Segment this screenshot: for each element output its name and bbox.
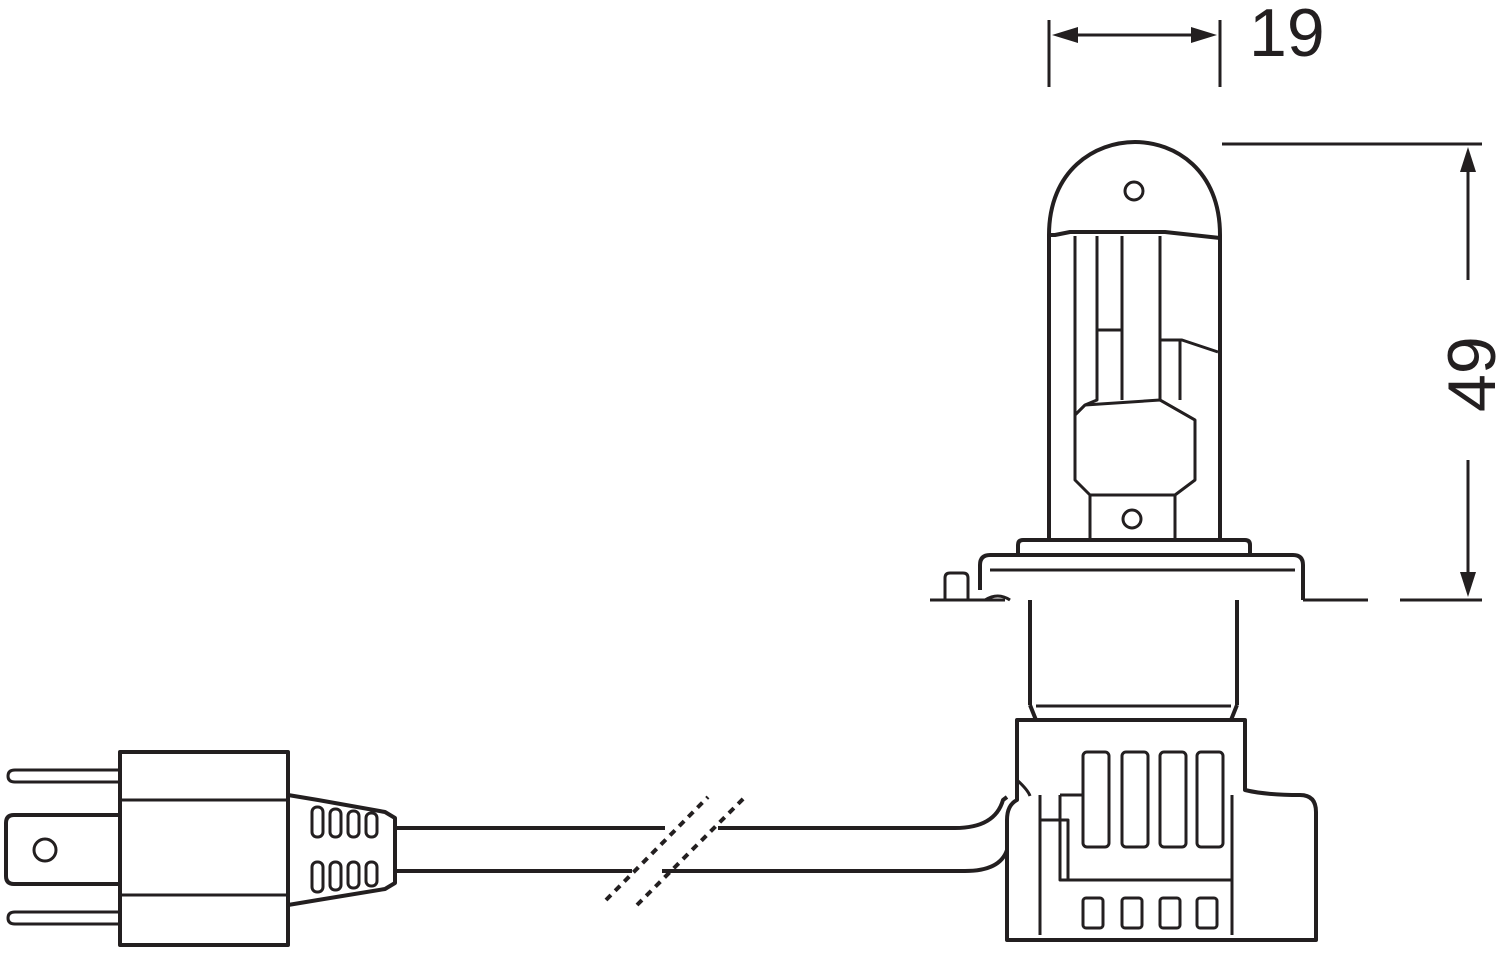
bulb-outer-body — [1047, 140, 1222, 540]
bulb-dome-edge — [1049, 230, 1221, 240]
flange-upper-ring — [1016, 538, 1252, 555]
strain-relief-rib-2 — [328, 807, 343, 839]
driver-heatsink — [1005, 718, 1318, 942]
plug-body — [118, 750, 290, 947]
bulb-base — [1028, 600, 1239, 721]
led-strip-chip — [1095, 236, 1124, 332]
right-step-top — [1160, 338, 1219, 354]
height-dimension-label: 49 — [1434, 336, 1500, 412]
bottom-slot-2 — [1120, 896, 1144, 930]
bulb-head — [1047, 140, 1222, 540]
bulb-neck — [1088, 495, 1177, 540]
width-dimension-label: 19 — [1249, 0, 1325, 71]
strain-relief — [287, 793, 397, 907]
width-arrow-left — [1052, 27, 1078, 43]
base-cylinder — [1028, 600, 1239, 705]
left-inner-block — [1038, 795, 1070, 935]
cable-inlet-curve — [1015, 778, 1032, 797]
heatsink-fin-3 — [1158, 750, 1188, 849]
bottom-slot-3 — [1158, 896, 1182, 930]
plug-pin-middle — [4, 813, 120, 886]
cable-upper-right — [718, 795, 1009, 830]
strain-relief-rib-5 — [310, 860, 325, 894]
heatsink-fin-2 — [1120, 750, 1150, 849]
strain-relief-rib-4 — [364, 811, 379, 839]
heatsink-fin-1 — [1081, 750, 1111, 849]
cable — [395, 795, 1009, 907]
top-mount-hole-icon — [1123, 180, 1145, 202]
led-strip-lower — [1084, 330, 1099, 407]
flange-tab — [943, 571, 970, 600]
reference-notch — [984, 594, 1011, 602]
cable-lower-right — [662, 849, 1009, 873]
bottom-mount-hole-icon — [1121, 508, 1143, 530]
width-arrow-right — [1191, 27, 1217, 43]
height-arrow-top — [1460, 147, 1476, 172]
strain-relief-rib-8 — [364, 860, 379, 888]
bottom-slot-1 — [1081, 896, 1105, 930]
height-dimension: 49 — [1222, 142, 1500, 602]
strain-relief-rib-3 — [346, 809, 361, 839]
strain-relief-rib-6 — [328, 860, 343, 892]
lower-hex-body — [1073, 398, 1197, 497]
plug-pin-hole-icon — [32, 837, 58, 863]
led-strip-left-edge — [1073, 236, 1087, 417]
width-dimension: 19 — [1047, 0, 1325, 87]
heatsink-fin-4 — [1195, 750, 1225, 849]
bottom-slot-4 — [1195, 896, 1219, 930]
strain-relief-rib-7 — [346, 860, 361, 890]
flange-plate — [978, 553, 1305, 600]
plug-connector — [4, 750, 397, 947]
cable-break-mark-1 — [604, 795, 710, 902]
strain-relief-rib-1 — [310, 805, 325, 839]
heatsink-housing — [1005, 718, 1318, 942]
fin-base-frame — [1058, 793, 1234, 882]
plug-pin-top — [6, 768, 120, 784]
plug-pin-bottom — [6, 910, 120, 926]
height-arrow-bottom — [1460, 572, 1476, 597]
base-taper — [1028, 704, 1239, 721]
bulb-flange — [943, 538, 1305, 600]
